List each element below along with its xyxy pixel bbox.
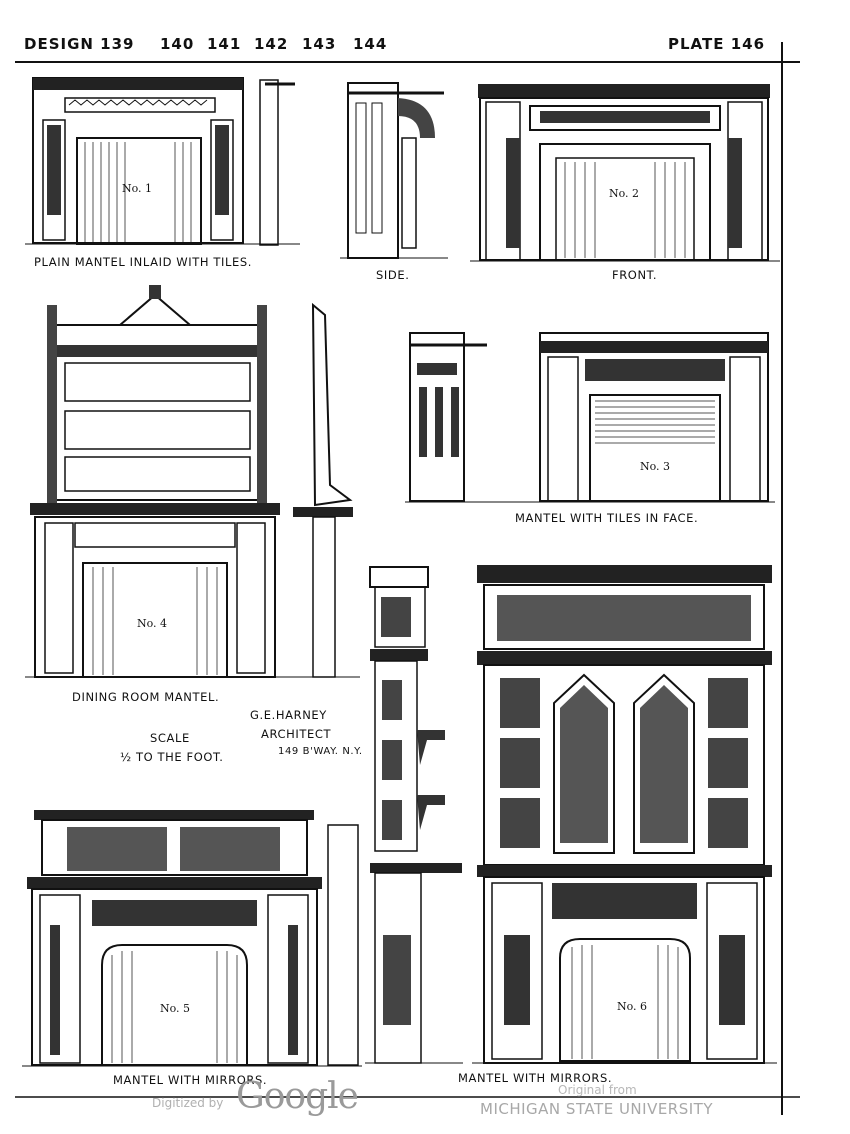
architect-address: 149 B'WAY. N.Y. [278,746,363,757]
caption-mirrors-left: MANTEL WITH MIRRORS. [113,1073,268,1087]
label-no1: No. 1 [122,182,153,195]
caption-dining: DINING ROOM MANTEL. [72,690,220,704]
caption-front: FRONT. [612,268,658,282]
mantel-no1-drawing [25,77,300,246]
original-from-text: Original from [558,1083,637,1097]
mantel-no6-drawing [472,565,777,1064]
design-number-139: DESIGN 139 [24,35,135,53]
design-number-142: 142 [254,35,289,53]
plate-number: PLATE 146 [668,35,766,53]
label-no2: No. 2 [609,187,640,200]
design-number-140: 140 [160,35,195,53]
design-number-143: 143 [302,35,337,53]
mantel-no5-drawing [22,810,362,1067]
mantel-no4-drawing [25,285,360,678]
scale-value: ½ TO THE FOOT. [120,750,224,764]
google-logo: Google [236,1076,359,1117]
caption-mirrors-right: MANTEL WITH MIRRORS. [458,1071,613,1085]
mantel-no6-side-drawing [365,566,463,1064]
mantel-no3-drawing [405,332,775,503]
caption-tiles-face: MANTEL WITH TILES IN FACE. [515,511,699,525]
scale-label: SCALE [150,731,190,745]
digitized-by-text: Digitized by [152,1096,224,1110]
mantel-front-drawing [470,84,780,262]
caption-side: SIDE. [376,268,410,282]
label-no6: No. 6 [617,1000,648,1013]
architect-title: ARCHITECT [261,727,332,741]
design-number-144: 144 [353,35,388,53]
label-no4: No. 4 [137,617,168,630]
mantel-side-drawing [340,82,448,259]
architect-name: G.E.HARNEY [250,708,327,722]
label-no3: No. 3 [640,460,671,473]
caption-no1: PLAIN MANTEL INLAID WITH TILES. [34,255,253,269]
design-number-141: 141 [207,35,242,53]
institution-name: MICHIGAN STATE UNIVERSITY [480,1100,713,1118]
label-no5: No. 5 [160,1002,191,1015]
